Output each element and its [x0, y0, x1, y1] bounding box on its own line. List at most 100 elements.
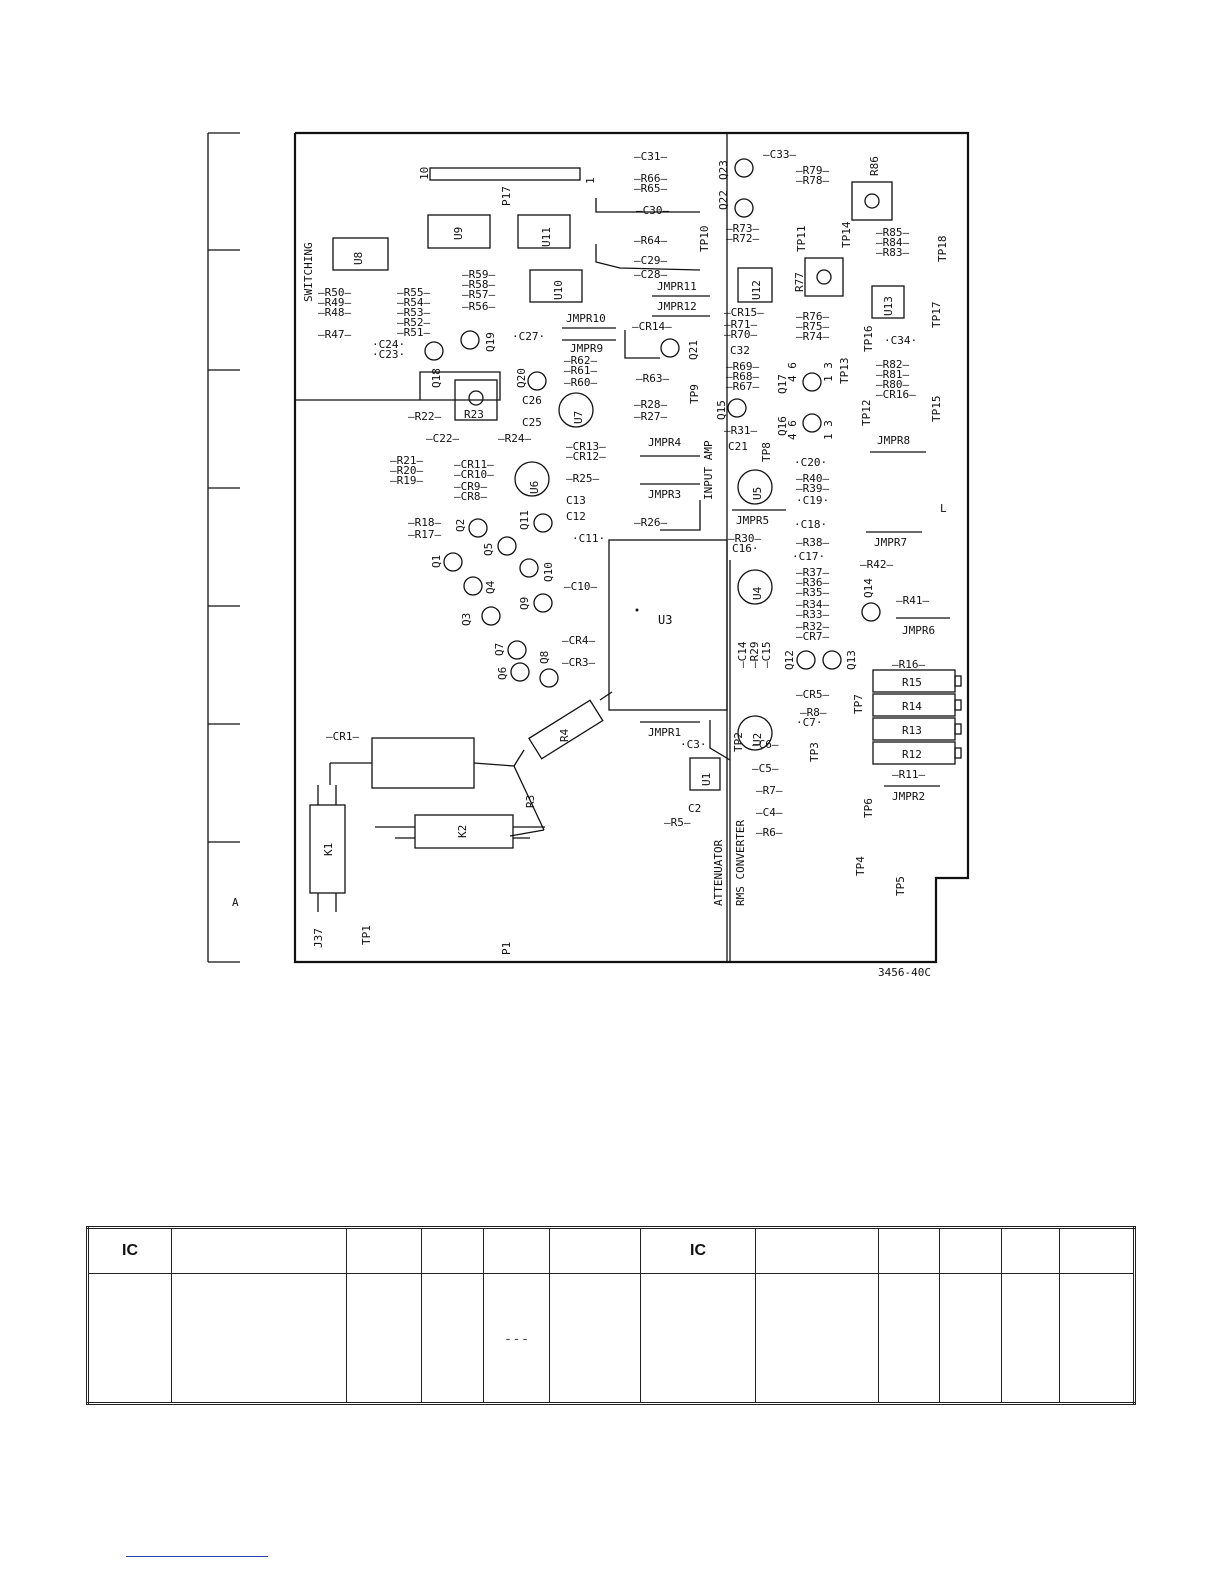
transistor-q8: Q8 — [538, 651, 559, 688]
svg-text:U11: U11 — [540, 227, 553, 247]
svg-text:Q10: Q10 — [542, 562, 555, 582]
ic-u10: U10 — [529, 269, 583, 303]
pc-board-component-locator: A 10 1 P17 SWITCHING INPUT AMP ATTENUATO… — [207, 131, 970, 979]
relay-k2: K2 — [375, 814, 545, 849]
ic-table-cell — [171, 1273, 347, 1404]
svg-text:U10: U10 — [552, 280, 565, 300]
label-cr13: —CR13— — [566, 440, 606, 453]
svg-text:K2: K2 — [456, 825, 469, 838]
jumper-jmpr10: JMPR10 — [562, 312, 616, 329]
svg-text:R15: R15 — [902, 676, 922, 689]
svg-text:Q19: Q19 — [484, 332, 497, 352]
label-cr9: —CR9— — [454, 480, 487, 493]
label-c4: —C4— — [756, 806, 783, 819]
figure-number: 3456-40C — [878, 966, 931, 979]
margin-letter: A — [232, 896, 239, 909]
label-r69: —R69— — [726, 360, 759, 373]
label-r31: —R31— — [724, 424, 757, 437]
power-resistor-r13: R13 — [872, 717, 962, 741]
transistor-q22: Q22 — [717, 190, 754, 218]
label-r85: —R85— — [876, 226, 909, 239]
label-r80: —R80— — [876, 378, 909, 391]
label-c22: —C22— — [426, 432, 459, 445]
label-r34: —R34— — [796, 598, 829, 611]
svg-text:Q22: Q22 — [717, 190, 730, 210]
label-cr12: —CR12— — [566, 450, 606, 463]
jumper-jmpr9: JMPR9 — [562, 339, 616, 355]
label-r73: —R73— — [726, 222, 759, 235]
ic-table-header-row: IC IC — [87, 1227, 1135, 1274]
label-c13: C13 — [566, 494, 586, 507]
label-r70: —R70— — [724, 328, 757, 341]
diode-cr1: —CR1— — [326, 730, 515, 789]
svg-text:Q11: Q11 — [518, 510, 531, 530]
ic-table-cell — [878, 1273, 940, 1404]
svg-text:4 6: 4 6 — [786, 420, 799, 440]
ic-table-header — [483, 1227, 550, 1274]
test-point-tp2: TP2 — [732, 732, 745, 752]
label-cr14: —CR14— — [632, 320, 672, 333]
label-r47: —R47— — [318, 328, 351, 341]
label-r7: —R7— — [756, 784, 783, 797]
svg-text:Q9: Q9 — [518, 597, 531, 610]
ic-table-cell — [549, 1273, 641, 1404]
label-c29: —C29— — [634, 254, 667, 267]
ic-table-header — [549, 1227, 641, 1274]
svg-text:10: 10 — [418, 167, 431, 180]
svg-text:K1: K1 — [322, 843, 335, 856]
relay-k1: K1 — [309, 763, 346, 912]
label-r56: —R56— — [462, 300, 495, 313]
label-r71: —R71— — [724, 318, 757, 331]
label-c33: —C33— — [763, 148, 796, 161]
label-r24: —R24— — [498, 432, 531, 445]
label-r53: —R53— — [397, 306, 430, 319]
label-r58: —R58— — [462, 278, 495, 291]
label-c30: —C30— — [636, 204, 669, 217]
test-point-tp17: TP17 — [930, 302, 943, 329]
test-point-tp13: TP13 — [838, 358, 851, 385]
label-r63: —R63— — [636, 372, 669, 385]
ic-u2: U2 — [737, 715, 773, 751]
label-r65: —R65— — [634, 182, 667, 195]
board-outline — [293, 131, 970, 964]
test-point-tp6: TP6 — [862, 798, 875, 818]
label-r28: —R28— — [634, 398, 667, 411]
jumpers: JMPR10 JMPR9 JMPR11 JMPR12 JMPR4 JMPR3 J… — [562, 280, 950, 803]
test-points: TP10 TP11 TP14 TP18 TP17 TP16 TP13 TP12 … — [688, 221, 949, 896]
label-r30: —R30— — [728, 532, 761, 545]
label-r26: —R26— — [634, 516, 667, 529]
ic-table-header: IC — [87, 1227, 172, 1274]
test-point-tp1: TP1 — [360, 925, 373, 945]
label-cr11: —CR11— — [454, 458, 494, 471]
svg-text:U13: U13 — [882, 296, 895, 316]
label-r41: —R41— — [896, 594, 929, 607]
jumper-jmpr11: JMPR11 — [652, 280, 710, 297]
label-r11: —R11— — [892, 768, 925, 781]
ic-u5: U5 — [737, 469, 773, 505]
margin-strip: A — [207, 132, 240, 963]
svg-text:Q7: Q7 — [493, 643, 506, 656]
connector-p17: 10 1 P17 — [418, 167, 597, 206]
svg-text:U9: U9 — [452, 227, 465, 240]
test-point-tp9: TP9 — [688, 384, 701, 404]
svg-text:U2: U2 — [751, 733, 764, 746]
jumper-jmpr1: JMPR1 — [640, 721, 700, 739]
label-r61: —R61— — [564, 364, 597, 377]
svg-text:Q6: Q6 — [496, 667, 509, 680]
svg-text:R12: R12 — [902, 748, 922, 761]
test-point-tp5: TP5 — [894, 876, 907, 896]
footer-link-underline[interactable] — [126, 1556, 268, 1557]
label-cr3: —CR3— — [562, 656, 595, 669]
svg-text:Q2: Q2 — [454, 519, 467, 532]
label-cr5: —CR5— — [796, 688, 829, 701]
ic-table-header — [1059, 1227, 1135, 1274]
svg-text:R86: R86 — [868, 156, 881, 176]
transistor-q10: Q10 — [519, 558, 555, 582]
svg-text:U6: U6 — [528, 481, 541, 494]
label-c27: ·C27· — [512, 330, 545, 343]
power-resistor-r15: R15 — [872, 669, 962, 693]
ic-u1: U1 — [689, 757, 721, 791]
ic-u11: U11 — [517, 214, 571, 249]
ic-table-cell — [1001, 1273, 1060, 1404]
